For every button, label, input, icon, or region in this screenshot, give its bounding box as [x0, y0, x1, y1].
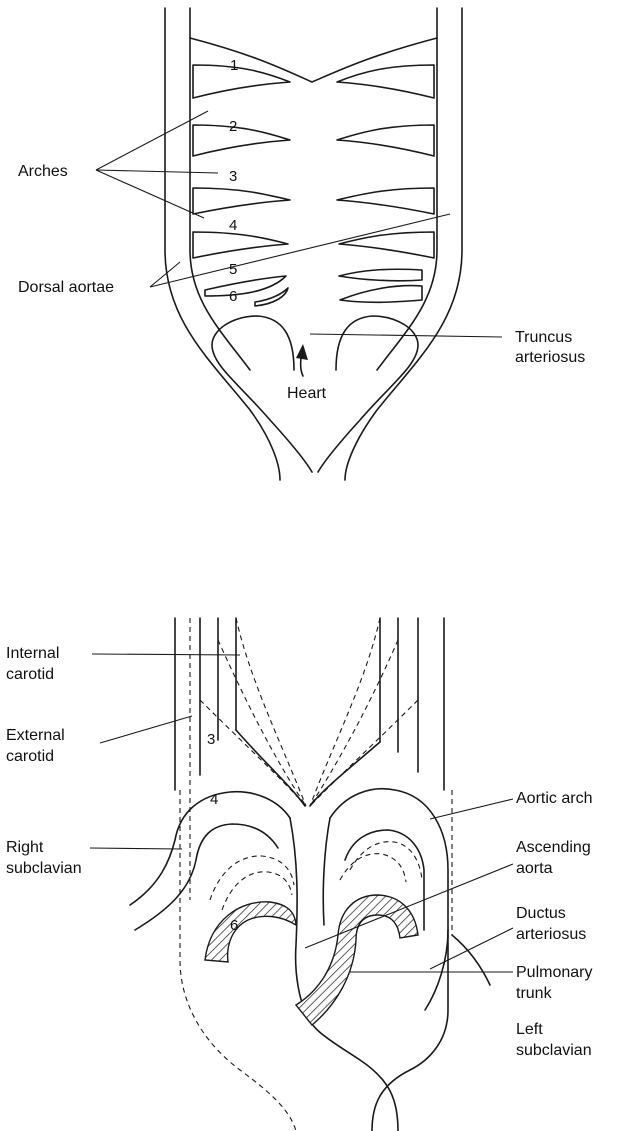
arch-shape: [193, 65, 290, 98]
arch-shape: [337, 125, 434, 156]
internal-carotid-label-line2: carotid: [6, 666, 54, 683]
arch-shape: [337, 188, 434, 214]
pulmonary-label-line1: Pulmonary: [516, 964, 592, 981]
descending-aorta-right: [372, 930, 448, 1131]
right-carotid-curve: [310, 742, 380, 806]
external-carotid-leader: [100, 716, 192, 743]
external-carotid-label-line2: carotid: [6, 748, 54, 765]
arch-shape: [340, 286, 422, 303]
arch-shape: [193, 125, 290, 156]
left-arches: [193, 65, 290, 306]
truncus-leader: [310, 334, 502, 337]
ductus-label-line2: arteriosus: [516, 926, 586, 943]
regressed-vessels: [180, 618, 452, 1131]
arch-shape: [339, 269, 422, 281]
left-dorsal-aorta-outer: [165, 8, 280, 480]
heart-arrow-head: [296, 344, 308, 360]
arch-number-4: 4: [210, 791, 218, 808]
truncus-label-line1: Truncus: [515, 329, 572, 346]
arch-number-4: 4: [229, 217, 237, 234]
arch-number-2: 2: [229, 118, 237, 135]
aortic-arch-leader: [430, 799, 513, 819]
right-subclavian-leader: [90, 848, 182, 849]
arch-number-6: 6: [229, 288, 237, 305]
dorsal-aortae-leader-right: [150, 214, 450, 287]
truncus-right-loop: [318, 316, 418, 472]
upper-v-vessel: [190, 38, 437, 82]
left-subclavian-label-line2: subclavian: [516, 1042, 592, 1059]
arches-leader-upper: [96, 111, 208, 170]
arch-shape: [193, 188, 290, 214]
arch-shape: [339, 232, 434, 258]
left-subclavian-label-line1: Left: [516, 1021, 543, 1038]
internal-carotid-label-line1: Internal: [6, 645, 59, 662]
ascending-aorta-label-line1: Ascending: [516, 839, 591, 856]
dorsal-aortae-label: Dorsal aortae: [18, 279, 114, 296]
left-sixth-arch-hatched: [205, 902, 296, 962]
heart-label: Heart: [287, 385, 327, 402]
right-arches: [337, 65, 434, 302]
descending-aorta-left: [305, 1010, 398, 1131]
pulmonary-label-line2: trunk: [516, 985, 553, 1002]
arches-label: Arches: [18, 163, 68, 180]
ductus-label-line1: Ductus: [516, 905, 566, 922]
adult-derivatives-figure: 3 4 6 Internal carotid External carotid …: [6, 618, 592, 1131]
left-carotid-curve: [236, 730, 305, 806]
arches-leader-middle: [96, 170, 218, 173]
external-carotid-label-line1: External: [6, 727, 65, 744]
arches-leader-lower: [96, 170, 204, 218]
arch-number-3: 3: [229, 168, 237, 185]
ascending-aorta-label-line2: aorta: [516, 860, 553, 877]
arch-number-6: 6: [230, 917, 238, 934]
right-dorsal-aorta-outer: [345, 8, 462, 480]
truncus-label-line2: arteriosus: [515, 349, 585, 366]
right-subclavian-label-line2: subclavian: [6, 860, 82, 877]
arch-shape: [337, 65, 434, 98]
arch-number-3: 3: [207, 731, 215, 748]
ductus-leader: [430, 928, 513, 969]
arch-number-5: 5: [229, 261, 237, 278]
aortic-arch-label: Aortic arch: [516, 790, 592, 807]
ascending-aorta-right-wall: [323, 818, 330, 925]
arch-shape: [205, 276, 286, 296]
arch-shape: [193, 232, 288, 258]
arch-number-1: 1: [230, 57, 238, 74]
pulmonary-trunk-hatched: [296, 895, 418, 1025]
right-subclavian-label-line1: Right: [6, 839, 44, 856]
embryonic-arches-figure: 1 2 3 4 5 6 Arches Dorsal aortae Truncus…: [18, 8, 585, 480]
